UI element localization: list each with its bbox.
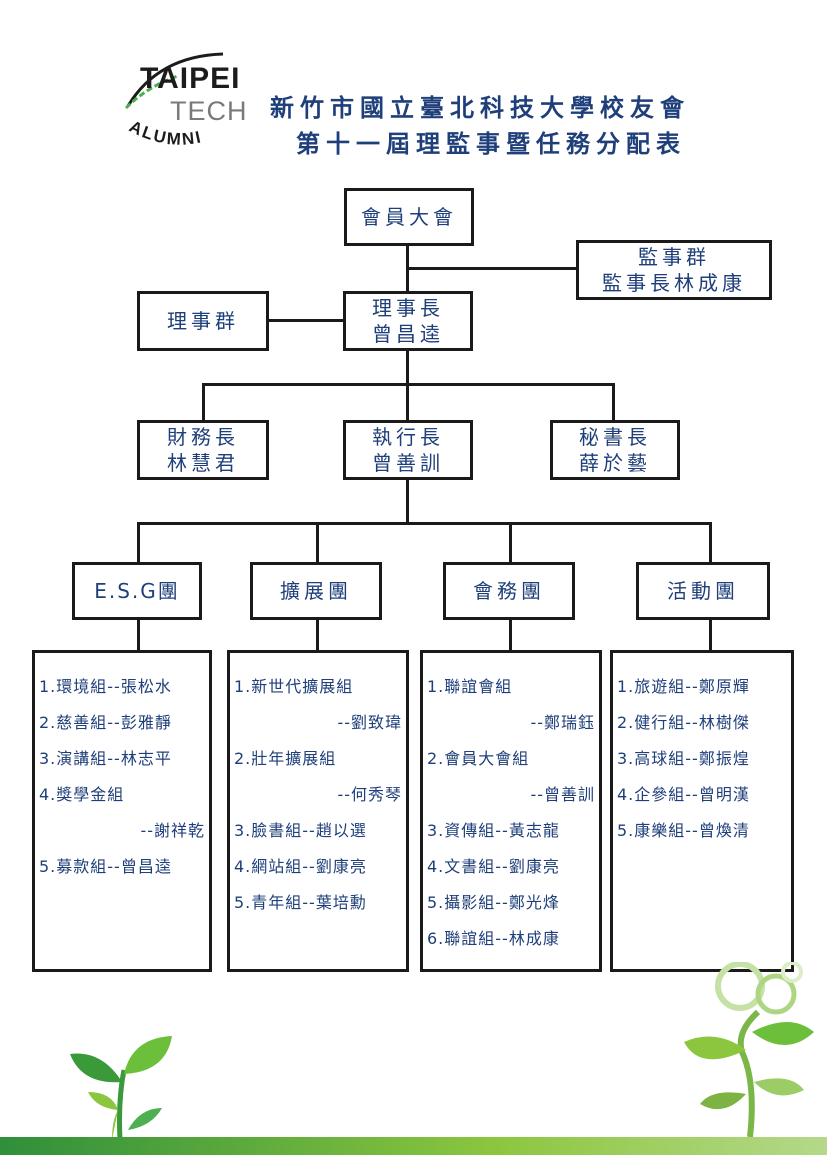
node-chairman: 理事長 曾昌逵 [343, 291, 473, 351]
node-assembly: 會員大會 [344, 188, 474, 246]
list-item: --鄭瑞鈺 [530, 713, 595, 732]
list-item: 5.攝影組--鄭光烽 [427, 893, 560, 912]
list-item: 1.環境組--張松水 [39, 677, 172, 696]
connector-line [137, 522, 140, 564]
list-item: 5.康樂組--曾煥清 [617, 821, 750, 840]
list-item: 2.會員大會組 [427, 749, 530, 768]
list-item: 2.壯年擴展組 [234, 749, 337, 768]
connector-line [612, 383, 615, 423]
list-item: --曾善訓 [530, 785, 595, 804]
list-item: 1.旅遊組--鄭原輝 [617, 677, 750, 696]
connector-line [406, 349, 409, 424]
list-item: 3.演講組--林志平 [39, 749, 172, 768]
connector-line [316, 522, 319, 564]
group-list-affairs: 1.聯誼會組 --鄭瑞鈺 2.會員大會組 --曾善訓 3.資傳組--黃志龍 4.… [420, 650, 602, 972]
list-item: 4.文書組--劉康亮 [427, 857, 560, 876]
page-title-line1: 新竹市國立臺北科技大學校友會 [270, 94, 690, 122]
list-item: --何秀琴 [337, 785, 402, 804]
node-group-affairs: 會務團 [443, 562, 575, 620]
list-item: 1.新世代擴展組 [234, 677, 354, 696]
connector-line [316, 618, 319, 652]
connector-line [509, 522, 512, 564]
list-item: 5.青年組--葉培勳 [234, 893, 367, 912]
list-item: 6.聯誼組--林成康 [427, 929, 560, 948]
connector-line [137, 618, 140, 652]
connector-line [268, 319, 345, 322]
connector-line [137, 522, 712, 525]
connector-line [406, 478, 409, 524]
list-item: --謝祥乾 [140, 821, 205, 840]
node-group-esg: E.S.G團 [72, 562, 202, 620]
logo-tech: TECH [170, 96, 248, 126]
list-item: 1.聯誼會組 [427, 677, 513, 696]
list-item: 4.企參組--曾明漢 [617, 785, 750, 804]
list-item: 2.慈善組--彭雅靜 [39, 713, 172, 732]
list-item: --劉致瑋 [337, 713, 402, 732]
node-group-expansion: 擴展團 [250, 562, 382, 620]
connector-line [709, 522, 712, 564]
node-executive: 執行長 曾善訓 [343, 420, 473, 480]
logo-alumni: ALUMNI [126, 117, 204, 149]
connector-line [202, 383, 205, 423]
list-item: 5.募款組--曾昌逵 [39, 857, 172, 876]
connector-line [709, 618, 712, 652]
sprout-left-icon [70, 1036, 172, 1140]
node-supervisors: 監事群 監事長林成康 [576, 240, 772, 300]
group-list-esg: 1.環境組--張松水 2.慈善組--彭雅靜 3.演講組--林志平 4.獎學金組 … [32, 650, 212, 972]
list-item: 3.臉書組--趙以選 [234, 821, 367, 840]
svg-text:ALUMNI: ALUMNI [126, 117, 204, 149]
node-group-activity: 活動團 [636, 562, 770, 620]
connector-line [202, 383, 614, 386]
footer-bar [0, 1137, 827, 1155]
list-item: 4.網站組--劉康亮 [234, 857, 367, 876]
group-list-activity: 1.旅遊組--鄭原輝 2.健行組--林樹傑 3.高球組--鄭振煌 4.企參組--… [610, 650, 794, 972]
connector-line [509, 618, 512, 652]
page-title-line2: 第十一屆理監事暨任務分配表 [296, 130, 686, 158]
logo-taipei: TAIPEI [140, 62, 241, 95]
plant-right-icon [684, 962, 814, 1137]
connector-line [406, 267, 578, 270]
node-directors: 理事群 [137, 291, 269, 351]
list-item: 2.健行組--林樹傑 [617, 713, 750, 732]
logo-swoosh-icon [124, 52, 224, 110]
list-item: 3.高球組--鄭振煌 [617, 749, 750, 768]
list-item: 3.資傳組--黃志龍 [427, 821, 560, 840]
list-item: 4.獎學金組 [39, 785, 125, 804]
group-list-expansion: 1.新世代擴展組 --劉致瑋 2.壯年擴展組 --何秀琴 3.臉書組--趙以選 … [227, 650, 409, 972]
node-secretary: 秘書長 薛於藝 [550, 420, 680, 480]
node-finance: 財務長 林慧君 [137, 420, 269, 480]
